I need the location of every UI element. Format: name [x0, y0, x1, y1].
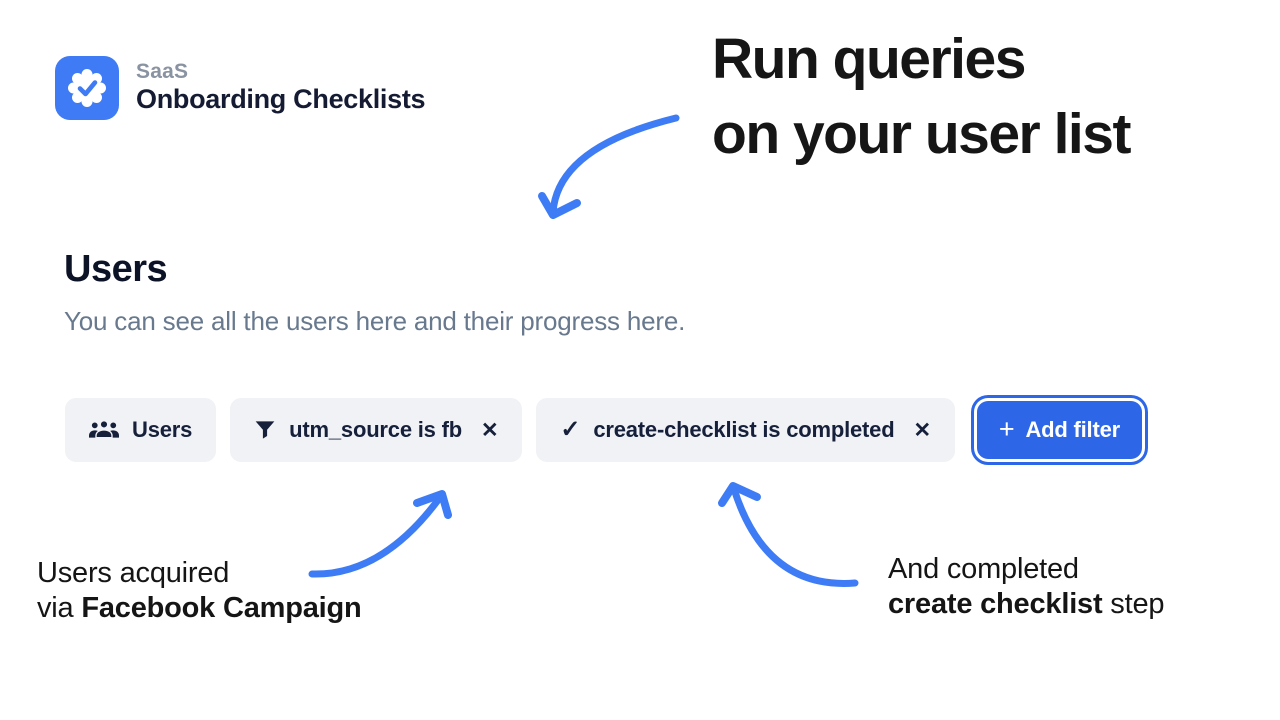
annotation-left-line2-regular: via	[37, 592, 82, 625]
brand-header: SaaS Onboarding Checklists	[55, 56, 426, 120]
annotation-right-line2-bold: create checklist	[888, 588, 1103, 621]
filter-bar: Users utm_source is fb ✕ ✓ create-checkl…	[65, 398, 1142, 462]
page-title: Users	[64, 248, 168, 290]
funnel-icon	[255, 421, 275, 439]
headline: Run queries on your user list	[712, 22, 1131, 172]
arrow-right-annotation-to-chip	[718, 482, 859, 587]
annotation-right-line1: And completed	[888, 553, 1079, 585]
close-icon[interactable]: ✕	[913, 418, 931, 442]
scope-chip-users[interactable]: Users	[65, 398, 217, 462]
annotation-facebook-campaign: Users acquired via Facebook Campaign	[37, 556, 362, 627]
check-icon: ✓	[560, 416, 581, 443]
annotation-left-line1: Users acquired	[37, 557, 230, 589]
close-icon[interactable]: ✕	[481, 418, 499, 442]
filter-chip-label: utm_source is fb	[289, 417, 462, 442]
filter-chip-create-checklist[interactable]: ✓ create-checklist is completed ✕	[536, 398, 955, 462]
filter-chip-label: create-checklist is completed	[593, 417, 895, 442]
brand-name: SaaS Onboarding Checklists	[136, 56, 426, 114]
plus-icon: +	[998, 413, 1015, 444]
annotation-left-line2-bold: Facebook Campaign	[81, 592, 362, 625]
scope-chip-label: Users	[132, 417, 193, 442]
filter-chip-utm-source[interactable]: utm_source is fb ✕	[230, 398, 523, 462]
brand-name-bottom: Onboarding Checklists	[136, 83, 426, 114]
annotation-right-line2-regular: step	[1102, 588, 1165, 621]
headline-line1: Run queries	[712, 27, 1026, 91]
arrow-headline-to-users	[538, 114, 680, 219]
add-filter-button[interactable]: + Add filter	[976, 401, 1142, 459]
brand-name-top: SaaS	[136, 60, 189, 83]
users-group-icon	[89, 419, 119, 439]
annotation-create-checklist: And completed create checklist step	[888, 552, 1165, 623]
add-filter-label: Add filter	[1025, 417, 1120, 442]
verified-badge-icon	[55, 56, 119, 120]
page-subtitle: You can see all the users here and their…	[64, 306, 686, 336]
headline-line2: on your user list	[712, 102, 1131, 167]
